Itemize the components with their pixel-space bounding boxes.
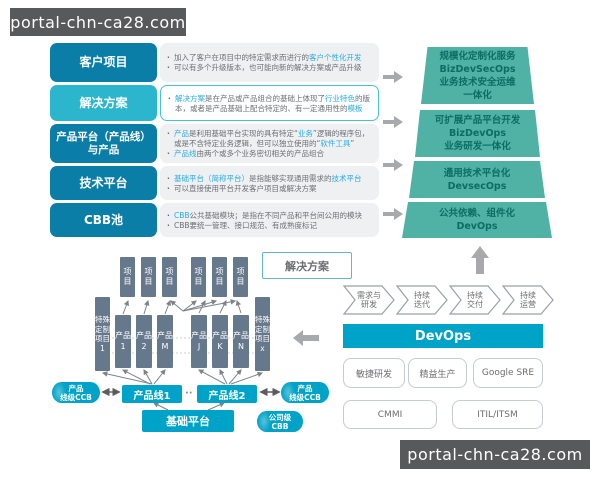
- bullet-text: 是指能够实现通用需求的: [249, 173, 332, 183]
- row-desc-customer-project: 加入了客户在项目中的特定需求而进行的客户个性化开发可以有多个升级版本，也可能向新…: [160, 43, 379, 82]
- right-arrow-icon: [383, 116, 403, 128]
- bullet-item: 解决方案是在产品或产品组合的基础上体现了行业特色的版本，或者是产品基础上配合特定…: [168, 94, 371, 114]
- project-box: 项目: [120, 257, 135, 297]
- highlighted-term: 解决方案: [175, 93, 205, 103]
- pyramid-segment-4: 公共依赖、组件化 DevOps: [402, 202, 552, 238]
- base-platform-box: 基础平台: [142, 410, 234, 432]
- row-label-solution: 解决方案: [50, 85, 157, 121]
- product-box: 产品1: [115, 315, 131, 368]
- chevron-shape-icon: [448, 285, 501, 315]
- chevron-label: 持续 运营: [520, 290, 536, 310]
- method-box-google-sre: Google SRE: [473, 358, 543, 388]
- special-custom-project-right: 特殊定制项目x: [255, 297, 270, 371]
- chevron-label: 持续 迭代: [414, 290, 430, 310]
- project-box: 项目: [141, 257, 156, 297]
- method-box-itil-itsm: ITIL/ITSM: [452, 400, 543, 429]
- right-arrow-icon: [383, 71, 403, 83]
- highlighted-term: CBB: [174, 210, 190, 220]
- highlighted-term: 行业特色: [325, 93, 355, 103]
- solution-diagram-title: 解决方案: [262, 252, 352, 279]
- row-desc-cbb-pool: CBB公共基础模块；是指在不同产品和平台间公用的模块CBB要统一管理、接口规范、…: [160, 203, 379, 237]
- devops-bar: DevOps: [343, 324, 543, 348]
- bullet-text: 加入了客户在项目中的特定需求而进行的: [174, 53, 309, 62]
- highlighted-term: 产品: [174, 129, 189, 138]
- row-desc-product-platform: 产品是利用基础平台实现的具有特定“业务”逻辑的程序包，或是不含特定业务逻辑，但可…: [160, 124, 379, 163]
- chevron-shape-icon: [342, 285, 395, 315]
- highlighted-term: 模板: [347, 103, 363, 113]
- product-box: 产品J: [191, 315, 207, 368]
- bullet-text: 是在产品或产品组合的基础上体现了: [205, 93, 325, 103]
- project-box: 项目: [191, 257, 206, 297]
- bullet-item: 产品是利用基础平台实现的具有特定“业务”逻辑的程序包，或是不含特定业务逻辑，但可…: [167, 129, 372, 149]
- project-box: 项目: [212, 257, 227, 297]
- product-line-2-box: 产品线2: [197, 385, 257, 403]
- product-box: 产品2: [136, 315, 152, 368]
- chevron-shape-icon: [395, 285, 448, 315]
- method-box-lean: 精益生产: [408, 358, 467, 388]
- chevron-continuous-operation: 持续 运营: [501, 285, 554, 315]
- right-arrow-icon: [383, 159, 403, 171]
- product-box: 产品K: [212, 315, 228, 368]
- chevron-demand-rd: 需求与 研发: [342, 285, 395, 315]
- bullet-text: 由两个或多个业务密切相关的产品组合: [196, 149, 325, 158]
- product-line-ccb-right-cylinder: 产品 线级CCB: [281, 382, 329, 403]
- bullet-item: CBB要统一管理、接口规范、有成熟度标记: [167, 221, 372, 231]
- right-arrow-icon: [383, 208, 403, 220]
- pyramid-segment-1: 规模化定制化服务 BizDevSecOps 业务技术安全运维 一体化: [421, 47, 534, 104]
- product-line-1-box: 产品线1: [122, 385, 182, 403]
- row-label-customer-project: 客户项目: [50, 43, 157, 82]
- project-box: 项目: [233, 257, 248, 297]
- watermark-bottom-right: portal-chn-ca28.com: [400, 440, 590, 469]
- up-arrow-icon: [471, 246, 489, 274]
- highlighted-term: 软件工具: [320, 139, 351, 148]
- highlighted-term: 业务: [297, 129, 313, 138]
- row-desc-solution: 解决方案是在产品或产品组合的基础上体现了行业特色的版本，或者是产品基础上配合特定…: [160, 85, 379, 121]
- bullet-text: 可以有多个升级版本，也可能向新的解决方案或产品升级: [174, 63, 362, 72]
- bullet-text: 的版本，或者是产品基础上配合特定的、有一定通用性的: [175, 93, 370, 113]
- row-label-cbb-pool: CBB池: [50, 203, 157, 237]
- bullet-item: 可以直接使用平台开发客户项目或解决方案: [167, 184, 372, 194]
- chevron-shape-icon: [501, 285, 554, 315]
- watermark-top-left: portal-chn-ca28.com: [10, 8, 186, 36]
- highlighted-term: 客户个性化开发: [309, 53, 362, 62]
- pyramid-segment-3: 通用技术平台化 DevsecOps: [409, 161, 545, 198]
- special-custom-project-left: 特殊定制项目1: [95, 297, 110, 371]
- company-cbb-cylinder: 公司级 CBB: [257, 411, 303, 432]
- chevron-continuous-delivery: 持续 交付: [448, 285, 501, 315]
- product-box: 产品N: [233, 315, 249, 368]
- highlighted-term: 产品线: [174, 149, 197, 158]
- bullet-item: 可以有多个升级版本，也可能向新的解决方案或产品升级: [167, 63, 372, 73]
- left-arrow-icon: [293, 330, 319, 346]
- project-box: 项目: [162, 257, 177, 297]
- chevron-label: 需求与 研发: [357, 290, 381, 310]
- bullet-item: CBB公共基础模块；是指在不同产品和平台间公用的模块: [167, 211, 372, 221]
- pyramid-segment-2: 可扩展产品平台开发 BizDevOps 业务研发一体化: [415, 110, 540, 157]
- highlighted-term: 技术平台: [331, 173, 362, 183]
- highlighted-term: 基础平台（简称平台）: [174, 173, 249, 183]
- bullet-text: CBB要统一管理、接口规范、有成熟度标记: [174, 220, 318, 230]
- chevron-continuous-iteration: 持续 迭代: [395, 285, 448, 315]
- product-line-ccb-left-cylinder: 产品 线级CCB: [52, 382, 100, 403]
- row-label-product-platform: 产品平台（产品线） 与产品: [50, 124, 157, 163]
- bullet-item: 基础平台（简称平台）是指能够实现通用需求的技术平台: [167, 174, 372, 184]
- bullet-text: 公共基础模块；是指在不同产品和平台间公用的模块: [189, 210, 363, 220]
- bullet-item: 产品线由两个或多个业务密切相关的产品组合: [167, 149, 372, 159]
- bullet-text: 是利用基础平台实现的具有特定“: [189, 129, 298, 138]
- method-box-agile: 敏捷研发: [343, 358, 405, 388]
- product-box: 产品M: [157, 315, 173, 368]
- bullet-item: 加入了客户在项目中的特定需求而进行的客户个性化开发: [167, 53, 372, 63]
- row-desc-tech-platform: 基础平台（简称平台）是指能够实现通用需求的技术平台可以直接使用平台开发客户项目或…: [160, 166, 379, 200]
- bullet-text: ”: [350, 139, 355, 148]
- chevron-label: 持续 交付: [467, 290, 483, 310]
- ellipsis-dots: ··: [185, 388, 193, 399]
- method-box-cmmi: CMMI: [343, 400, 437, 429]
- bullet-text: 可以直接使用平台开发客户项目或解决方案: [174, 183, 317, 193]
- row-label-tech-platform: 技术平台: [50, 166, 157, 200]
- bullet-text: ”逻辑的程序包，或是不含特定业务逻辑，但可以独立使用的“: [174, 129, 370, 148]
